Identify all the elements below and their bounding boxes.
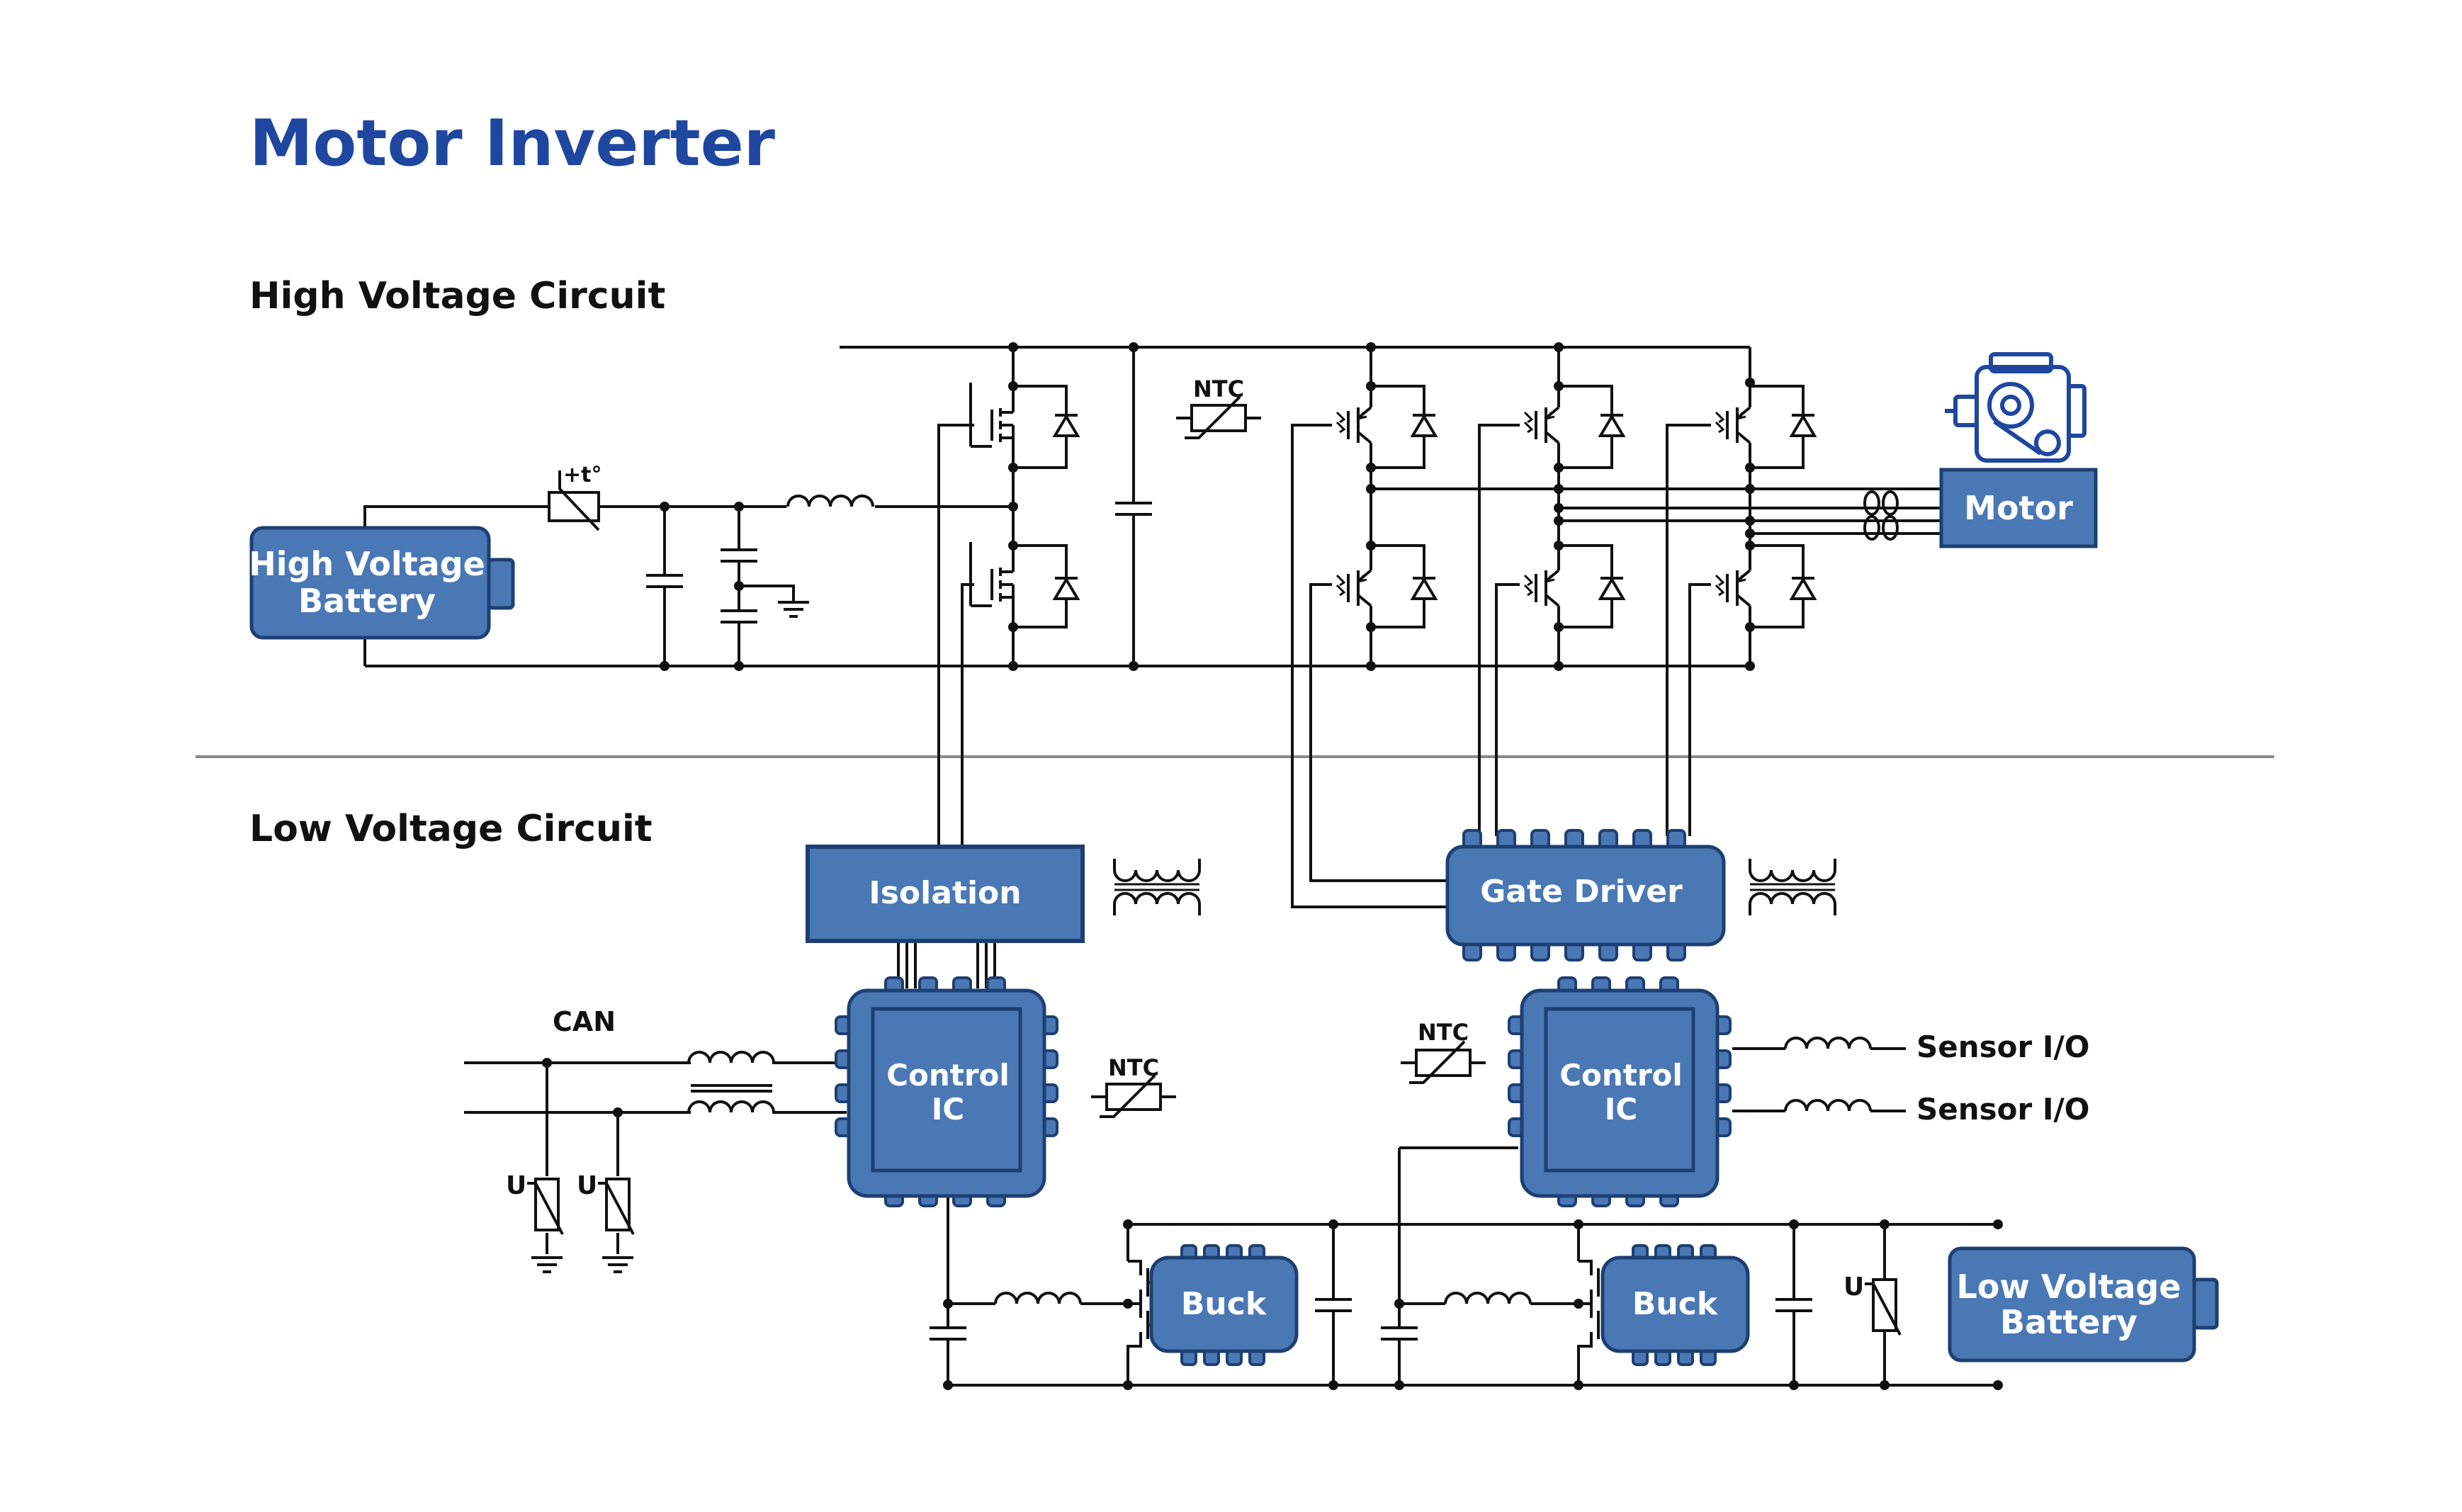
control-ic-left-label-1: Control bbox=[886, 1058, 1010, 1093]
page-title: Motor Inverter bbox=[249, 106, 776, 181]
ntc-label-hv: NTC bbox=[1193, 376, 1244, 402]
control-ic-left-label-2: IC bbox=[932, 1092, 964, 1127]
hv-battery-block: High Voltage Battery bbox=[249, 526, 515, 640]
ntc-label-lv-left: NTC bbox=[1108, 1054, 1159, 1081]
sensor-io-label-2: Sensor I/O bbox=[1916, 1092, 2090, 1127]
varistor-label-1: U bbox=[506, 1171, 526, 1200]
gate-driver-label: Gate Driver bbox=[1480, 874, 1683, 910]
ptc-label: +t° bbox=[563, 463, 602, 487]
varistor-label-2: U bbox=[577, 1171, 597, 1200]
control-ic-right-label-2: IC bbox=[1605, 1092, 1637, 1127]
buck-left-label: Buck bbox=[1181, 1286, 1267, 1322]
control-ic-right-block: Control IC bbox=[1508, 976, 1732, 1207]
can-label: CAN bbox=[553, 1006, 616, 1037]
section-high-voltage: High Voltage Circuit bbox=[249, 275, 666, 317]
high-voltage-circuit bbox=[363, 346, 1941, 908]
gate-driver-block: Gate Driver bbox=[1445, 829, 1726, 961]
motor-block: Motor bbox=[1939, 468, 2098, 548]
ntc-label-lv-right: NTC bbox=[1418, 1019, 1469, 1046]
hv-battery-label-1: High Voltage bbox=[249, 545, 485, 583]
motor-label: Motor bbox=[1964, 489, 2073, 527]
varistor-label-3: U bbox=[1843, 1273, 1864, 1302]
sensor-io-label-1: Sensor I/O bbox=[1916, 1029, 2090, 1064]
hv-battery-label-2: Battery bbox=[298, 582, 436, 620]
junction-dots-lv bbox=[542, 1058, 2003, 1390]
isolation-label: Isolation bbox=[869, 875, 1021, 911]
lv-battery-label-1: Low Voltage bbox=[1956, 1268, 2181, 1306]
section-low-voltage: Low Voltage Circuit bbox=[249, 808, 653, 850]
junction-dots-hv bbox=[660, 342, 1755, 671]
ptc-fuse-icon bbox=[538, 470, 612, 531]
control-ic-left-block: Control IC bbox=[835, 976, 1058, 1207]
isolation-block: Isolation bbox=[806, 845, 1085, 943]
control-ic-right-label-1: Control bbox=[1559, 1058, 1683, 1093]
lv-battery-block: Low Voltage Battery bbox=[1948, 1246, 2219, 1363]
buck-right-block: Buck bbox=[1600, 1244, 1750, 1366]
buck-right-label: Buck bbox=[1632, 1286, 1719, 1322]
lv-battery-label-2: Battery bbox=[2000, 1303, 2138, 1341]
motor-icon bbox=[1945, 352, 2087, 463]
buck-left-block: Buck bbox=[1149, 1244, 1299, 1366]
